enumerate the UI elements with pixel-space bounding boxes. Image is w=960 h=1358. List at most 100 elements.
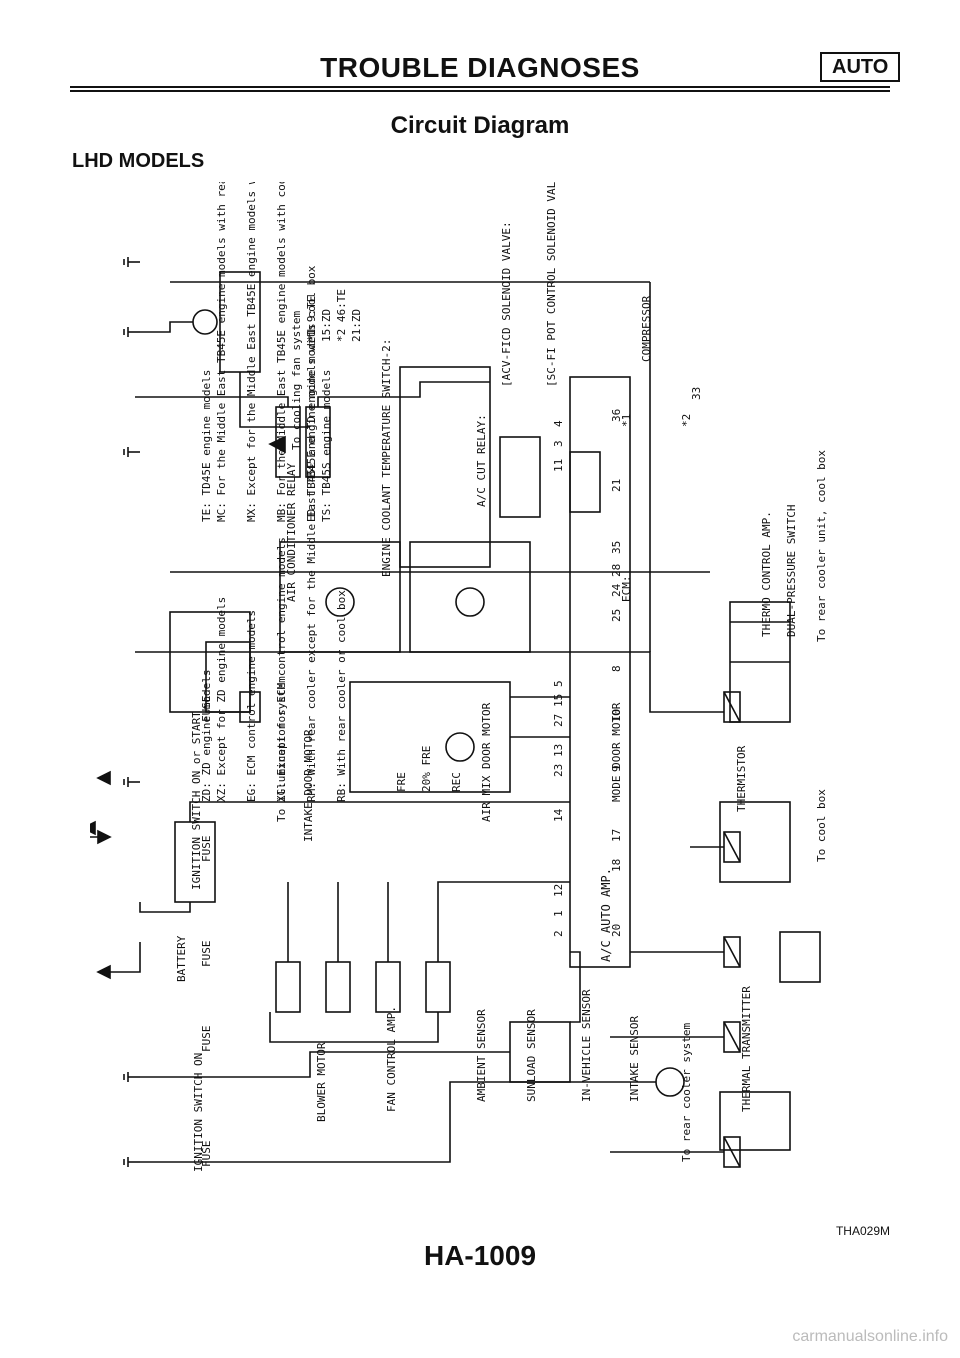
legend-mx: MX: Except for the Middle East TB45E eng…: [245, 182, 258, 522]
amp-pin: 35: [610, 541, 623, 554]
battery-box: [779, 931, 821, 983]
legend-rm: RM: With rear cooler except for the Midd…: [305, 265, 318, 802]
ac-auto-amp-box: [569, 376, 631, 968]
amp-pin: 18: [610, 859, 623, 872]
label-thermo-control-amp: THERMO CONTROL AMP.: [760, 511, 773, 637]
label-ac-auto-amp: A/C AUTO AMP.: [599, 868, 613, 962]
label-sc-fi: [SC-FI POT CONTROL SOLENOID VALVE:: [545, 182, 558, 387]
label-fuse-2: FUSE: [200, 1026, 213, 1053]
label-star1: *1: [620, 414, 633, 427]
to-cool-box-arrow: [96, 770, 111, 786]
label-fuse-1: FUSE: [200, 1141, 213, 1168]
label-mode-door-motor: MODE DOOR MOTOR: [610, 702, 623, 802]
amp-pin: 28: [610, 564, 623, 577]
amp-pins-bottom: 20 18 17 9 10 8 25 24 28 35 21 36: [610, 409, 623, 937]
ground-symbols: [123, 257, 140, 1167]
header-rule-bottom: [70, 90, 890, 92]
amp-pin: 8: [610, 665, 623, 672]
label-ac-relay: AIR CONDITIONER RELAY: [285, 463, 298, 602]
label-fan-control-amp: FAN CONTROL AMP.: [385, 1006, 398, 1112]
amp-pin: 12: [552, 884, 565, 897]
amp-pin: 11: [552, 459, 565, 472]
label-ignition-switch-on: IGNITION SWITCH ON: [192, 1053, 205, 1172]
thermo-control-amp-box: [169, 611, 251, 713]
watermark: carmanualsonline.info: [792, 1328, 948, 1345]
label-sunload-sensor: SUNLOAD SENSOR: [525, 1009, 538, 1102]
label-fuse-3: FUSE: [200, 941, 213, 968]
amp-pin: 27: [552, 714, 565, 727]
amp-pin: 25: [610, 609, 623, 622]
label-fre: FRE: [395, 772, 408, 792]
amp-pin: 17: [610, 829, 623, 842]
amp-pin: 2: [552, 930, 565, 937]
label-star2: *2: [680, 414, 693, 427]
label-battery: BATTERY: [175, 935, 188, 982]
legend-mb: MB: For the Middle East TB45E engine mod…: [275, 182, 288, 522]
label-intake-door-motor: INTAKE DOOR MOTOR: [302, 729, 315, 842]
amp-pin: 3: [552, 440, 565, 447]
label-ecm: ECM:: [620, 576, 633, 603]
amp-pin: 13: [552, 744, 565, 757]
amp-pin: 9: [610, 765, 623, 772]
label-fuse-4: FUSE: [200, 836, 213, 863]
star-notes: *1 9:TE 15:ZD *2 46:TE 21:ZD: [305, 289, 363, 342]
star-note-4: 21:ZD: [350, 309, 363, 342]
figure-code: THA029M: [835, 1224, 890, 1238]
air-mix-door-motor-box: [409, 541, 531, 653]
diode-symbol: [268, 435, 286, 454]
label-fuse-5: FUSE: [200, 696, 213, 723]
amp-pin: 5: [552, 680, 565, 687]
to-rear-unit-arrow: [90, 820, 96, 836]
label-thermistor: THERMISTOR: [735, 745, 748, 812]
label-to-cooling-fan: To cooling fan system: [290, 311, 303, 450]
label-to-cool-box: To cool box: [815, 789, 828, 862]
page-number: HA-1009: [423, 1240, 537, 1271]
legend-zd: ZD: ZD engine models: [200, 670, 213, 802]
amp-pin: 23: [552, 764, 565, 777]
legend-te: TE: TD45E engine models: [200, 370, 213, 522]
label-fre20: 20% FRE: [420, 746, 433, 792]
label-intake-sensor: INTAKE SENSOR: [628, 1016, 641, 1102]
amp-pin: 20: [610, 924, 623, 937]
amp-pins-top: 2 1 12 14 23 13 27 15 5 11 3 4: [552, 420, 565, 937]
label-air-mix-door-motor: AIR MIX DOOR MOTOR: [480, 702, 493, 822]
legend-xz: XZ: Except for ZD engine models: [215, 597, 228, 802]
legend-eg: EG: ECM control engine models: [245, 610, 258, 802]
page-header-title: TROUBLE DIAGNOSES: [320, 52, 640, 83]
sensor-symbols: [269, 881, 570, 1043]
label-acv-ficd: [ACV-FICD SOLENOID VALVE:: [500, 221, 513, 387]
label-blower-motor: BLOWER MOTOR: [315, 1042, 328, 1122]
ac-cut-relay-box: [499, 436, 541, 518]
legend-ts: TS: TB45S engine models: [320, 370, 333, 522]
star-note-2: 15:ZD: [320, 309, 333, 342]
amp-pin: 24: [610, 583, 623, 597]
legend-rb: RB: With rear cooler or cool box: [335, 590, 348, 802]
circuit-diagram: IGNITION SWITCH ON BATTERY IGNITION SWIT…: [90, 182, 828, 1172]
amp-pin: 14: [552, 808, 565, 822]
auto-badge: AUTO: [820, 52, 901, 82]
label-compressor: COMPRESSOR: [640, 295, 653, 362]
label-illumination: To illumination system: [275, 676, 288, 822]
ignition-switch-on-box: [719, 1091, 791, 1151]
dual-pressure-switch-box: [239, 691, 261, 723]
label-dual-pressure-switch: DUAL-PRESSURE SWITCH: [785, 505, 798, 637]
label-ambient-sensor: AMBIENT SENSOR: [475, 1009, 488, 1102]
label-pin33: 33: [690, 387, 703, 400]
amp-pin: 36: [610, 409, 623, 422]
thermal-transmitter-box: [174, 821, 216, 903]
label-in-vehicle-sensor: IN-VEHICLE SENSOR: [580, 989, 593, 1102]
label-thermal-transmitter: THERMAL TRANSMITTER: [740, 986, 753, 1112]
ecm-box: [399, 366, 491, 568]
label-engine-coolant-switch: ENGINE COOLANT TEMPERATURE SWITCH-2:: [380, 339, 393, 577]
label-ignition-switch-start: IGNITION SWITCH ON or START: [190, 711, 203, 890]
legend-ed: ED: TB45E and TD engine models: [305, 323, 318, 522]
section-title: Circuit Diagram: [390, 112, 570, 139]
label-ac-cut-relay: A/C CUT RELAY:: [475, 414, 488, 507]
subsection-title: LHD MODELS: [72, 150, 205, 172]
ignition-switch-start-box: [719, 801, 791, 883]
legend-mc: MC: For the Middle East TB45E engine mod…: [215, 182, 228, 522]
legend-xg: XG: Except for ECM control engine models: [275, 537, 288, 802]
legend-texts: TE: TD45E engine models MC: For the Midd…: [200, 182, 348, 802]
amp-pin: 4: [552, 420, 565, 427]
coolant-temp-switch-box: [569, 451, 601, 513]
